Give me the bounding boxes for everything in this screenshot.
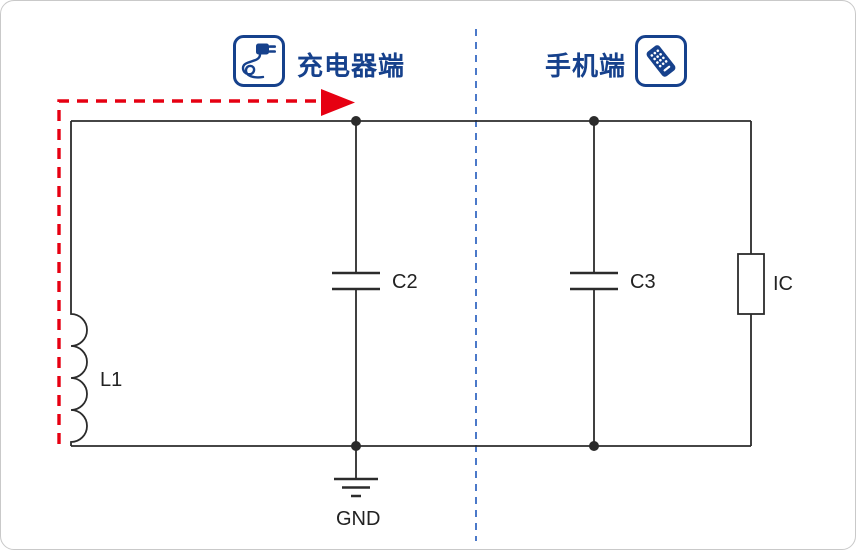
icon-frame [233, 35, 285, 87]
charger-side-label: 充电器端 [297, 51, 406, 81]
charger-plug-icon [232, 34, 286, 88]
plug-glyph [241, 43, 276, 79]
ground-label: GND [336, 508, 381, 530]
inductor-label: L1 [100, 369, 123, 391]
ground-symbol [334, 477, 378, 498]
ic-symbol [737, 253, 765, 315]
phone-side-label: 手机端 [545, 51, 627, 81]
node-dot [589, 441, 599, 451]
ic-label: IC [773, 273, 793, 295]
node-dot [589, 116, 599, 126]
capacitor-c3-symbol [570, 271, 618, 291]
c3-label: C3 [630, 271, 656, 293]
capacitor-c2-symbol [332, 271, 380, 291]
current-flow-dashed-path [57, 99, 319, 444]
mobile-phone-icon [634, 34, 688, 88]
current-flow-arrowhead-icon [321, 89, 355, 116]
inductor-l1-symbol [70, 121, 88, 446]
node-dot [351, 116, 361, 126]
icon-frame [635, 35, 687, 87]
c2-label: C2 [392, 271, 418, 293]
phone-glyph [646, 45, 676, 77]
node-dot [351, 441, 361, 451]
